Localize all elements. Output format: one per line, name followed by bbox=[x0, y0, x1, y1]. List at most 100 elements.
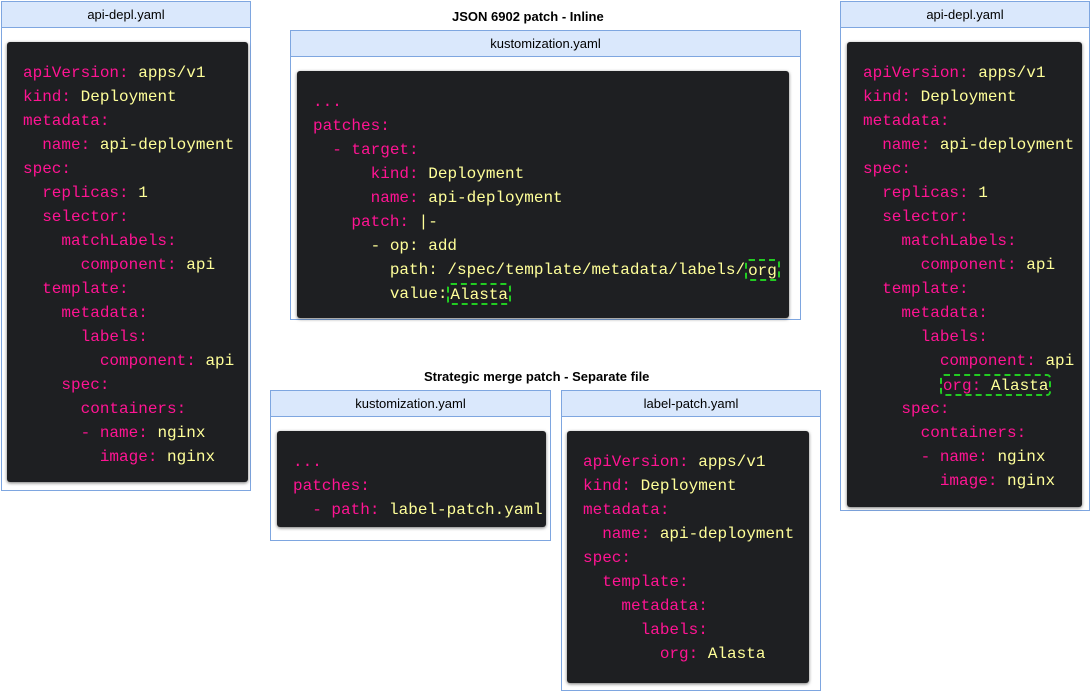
yaml-key: spec: bbox=[61, 376, 110, 394]
code-line: value:Alasta bbox=[313, 282, 789, 306]
yaml-key: spec: bbox=[901, 400, 950, 418]
code-line: selector: bbox=[23, 205, 248, 229]
code-line: name: api-deployment bbox=[23, 133, 248, 157]
yaml-key: kind: bbox=[23, 88, 72, 106]
code-line: kind: Deployment bbox=[313, 162, 789, 186]
code-line: org: Alasta bbox=[583, 642, 809, 666]
yaml-value: Alasta bbox=[990, 376, 1049, 395]
yaml-value: label-patch.yaml bbox=[389, 501, 543, 519]
yaml-key: patches: bbox=[313, 117, 390, 135]
code-line: kind: Deployment bbox=[23, 85, 248, 109]
code-line: ... bbox=[313, 90, 789, 114]
code-line: - target: bbox=[313, 138, 789, 162]
yaml-key: name: bbox=[882, 136, 931, 154]
original-file-title: api-depl.yaml bbox=[2, 2, 250, 28]
code-line: selector: bbox=[863, 205, 1082, 229]
code-line: kind: Deployment bbox=[863, 85, 1082, 109]
yaml-key: labels: bbox=[920, 328, 988, 346]
yaml-value: path: /spec/template/metadata/labels/ bbox=[389, 261, 746, 279]
code-line: metadata: bbox=[583, 498, 809, 522]
code-line: path: /spec/template/metadata/labels/org bbox=[313, 258, 789, 282]
yaml-key: metadata: bbox=[901, 304, 988, 322]
yaml-value: nginx bbox=[157, 424, 206, 442]
highlight-box: org bbox=[745, 258, 780, 281]
highlight-box: Alasta bbox=[447, 282, 512, 305]
yaml-key: kind: bbox=[863, 88, 912, 106]
yaml-key: spec: bbox=[863, 160, 912, 178]
yaml-key: labels: bbox=[80, 328, 148, 346]
yaml-key: containers: bbox=[920, 424, 1027, 442]
yaml-value: apps/v1 bbox=[978, 64, 1046, 82]
code-line: - name: nginx bbox=[863, 445, 1082, 469]
yaml-key: metadata: bbox=[863, 112, 950, 130]
code-line: spec: bbox=[23, 157, 248, 181]
yaml-key: selector: bbox=[882, 208, 969, 226]
code-line: containers: bbox=[863, 421, 1082, 445]
yaml-key: apiVersion: bbox=[23, 64, 129, 82]
code-line: labels: bbox=[863, 325, 1082, 349]
code-line: patches: bbox=[313, 114, 789, 138]
yaml-key: apiVersion: bbox=[583, 453, 689, 471]
code-line: metadata: bbox=[863, 301, 1082, 325]
yaml-key: org: bbox=[942, 376, 982, 395]
code-line: name: api-deployment bbox=[863, 133, 1082, 157]
yaml-value: api bbox=[186, 256, 216, 274]
code-line: patches: bbox=[293, 474, 546, 498]
code-line: spec: bbox=[863, 397, 1082, 421]
code-line: component: api bbox=[863, 349, 1082, 373]
yaml-key: name: bbox=[42, 136, 91, 154]
yaml-value: api bbox=[1045, 352, 1075, 370]
yaml-value: nginx bbox=[1007, 472, 1056, 490]
code-line: labels: bbox=[23, 325, 248, 349]
yaml-value: Alasta bbox=[707, 645, 766, 663]
yaml-value: |- bbox=[418, 213, 438, 231]
yaml-value: api-deployment bbox=[939, 136, 1075, 154]
yaml-key: kind: bbox=[370, 165, 419, 183]
yaml-key: patch: bbox=[351, 213, 410, 231]
yaml-value: nginx bbox=[167, 448, 216, 466]
json-patch-code-block: ... patches: - target: kind: Deployment n… bbox=[297, 71, 789, 318]
yaml-value: Deployment bbox=[428, 165, 525, 183]
code-line: apiVersion: apps/v1 bbox=[23, 61, 248, 85]
code-line: patch: |- bbox=[313, 210, 789, 234]
strategic-merge-section-title: Strategic merge patch - Separate file bbox=[424, 369, 650, 384]
code-line: org: Alasta bbox=[863, 373, 1082, 397]
yaml-value: 1 bbox=[978, 184, 988, 202]
yaml-key: spec: bbox=[23, 160, 72, 178]
code-line: spec: bbox=[583, 546, 809, 570]
code-line: metadata: bbox=[23, 301, 248, 325]
code-line: containers: bbox=[23, 397, 248, 421]
code-line: replicas: 1 bbox=[23, 181, 248, 205]
yaml-key: image: bbox=[99, 448, 158, 466]
yaml-key: matchLabels: bbox=[61, 232, 177, 250]
yaml-key: metadata: bbox=[61, 304, 148, 322]
yaml-key: - name: bbox=[80, 424, 148, 442]
yaml-key: replicas: bbox=[882, 184, 969, 202]
code-line: - name: nginx bbox=[23, 421, 248, 445]
result-file-title: api-depl.yaml bbox=[841, 2, 1089, 28]
code-line: matchLabels: bbox=[23, 229, 248, 253]
code-line: image: nginx bbox=[863, 469, 1082, 493]
code-line: metadata: bbox=[863, 109, 1082, 133]
code-line: matchLabels: bbox=[863, 229, 1082, 253]
code-line: ... bbox=[293, 450, 546, 474]
yaml-value: - op: add bbox=[370, 237, 458, 255]
code-line: spec: bbox=[863, 157, 1082, 181]
yaml-key: component: bbox=[80, 256, 177, 274]
code-line: metadata: bbox=[583, 594, 809, 618]
code-line: labels: bbox=[583, 618, 809, 642]
yaml-value: nginx bbox=[997, 448, 1046, 466]
json-patch-kustomization-title: kustomization.yaml bbox=[291, 31, 800, 57]
label-patch-title: label-patch.yaml bbox=[562, 391, 820, 417]
code-line: name: api-deployment bbox=[313, 186, 789, 210]
yaml-value: value: bbox=[389, 285, 448, 303]
code-line: spec: bbox=[23, 373, 248, 397]
yaml-key: - name: bbox=[920, 448, 988, 466]
code-line: metadata: bbox=[23, 109, 248, 133]
yaml-key: metadata: bbox=[583, 501, 670, 519]
